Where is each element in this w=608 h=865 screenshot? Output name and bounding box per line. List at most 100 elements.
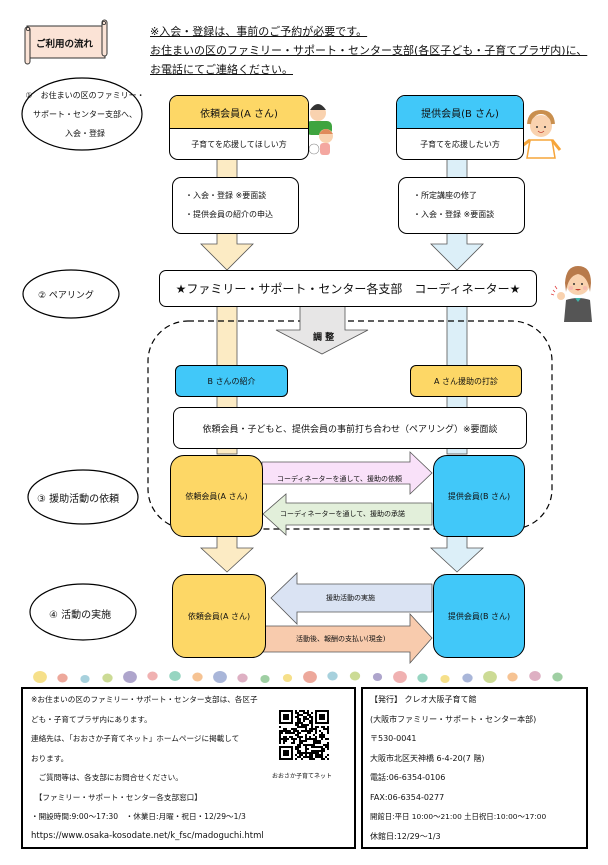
qr-caption: おおさか子育てネット (272, 773, 333, 780)
decorative-dot (303, 671, 317, 683)
footer-right-line: 電話:06-6354-0106 (370, 773, 446, 782)
provider-member-title: 提供会員(B さん) (421, 108, 499, 120)
decorative-dot (462, 673, 473, 683)
provider-member-card: 提供会員(B さん) 子育てを応援したい方 (396, 95, 524, 160)
pairing-region-border (147, 320, 553, 530)
a-inquiry-box: A さん援助の打診 (410, 365, 522, 397)
coordinator-illustration (550, 266, 592, 322)
pairing-meeting-label: 依頼会員・子どもと、提供会員の事前打ち合わせ（ペアリング）※要面談 (202, 424, 498, 435)
decorative-dot (552, 672, 563, 682)
step1-label-line: ① お住まいの区のファミリー・ (25, 91, 145, 100)
request-arrow-label: コーディネーターを通して、援助の依頼 (277, 475, 402, 483)
activity-provider-label: 提供会員(B さん) (447, 611, 511, 621)
decorative-dot (349, 671, 361, 681)
footer-right-line: 【発行】 クレオ大阪子育て館 (370, 695, 477, 704)
decorative-dot (33, 671, 47, 683)
decorative-dot (393, 671, 407, 683)
decorative-dot (260, 675, 270, 683)
provider-member-subtitle: 子育てを応援したい方 (420, 139, 500, 149)
client-member-title: 依頼会員(A さん) (200, 108, 278, 120)
decorative-dot (483, 671, 497, 683)
footer-right-line: FAX:06-6354-0277 (370, 792, 445, 802)
footer-right-text: 【発行】 クレオ大阪子育て館 (大阪市ファミリー・サポート・センター本部) 〒5… (370, 690, 546, 846)
request-client-box: 依頼会員(A さん) (170, 455, 263, 537)
footer-left-line: おります。 (31, 753, 69, 763)
step1-label: ① お住まいの区のファミリー・ サポート・センター支部へ、 入会・登録 (22, 86, 148, 143)
footer-right-line: 〒530-0041 (370, 734, 417, 743)
footer-right-line: (大阪市ファミリー・サポート・センター本部) (370, 714, 537, 724)
footer-left-line: ※お住まいの区のファミリー・サポート・センター支部は、各区子 (31, 695, 258, 704)
footer-right-line: 休館日:12/29～1/3 (370, 831, 441, 841)
decorative-dot (123, 671, 137, 683)
notice-line: お電話にてご連絡ください。 (150, 63, 293, 76)
provider-requirement: ・入会・登録 ※要面談 (413, 210, 495, 219)
step1-label-line: サポート・センター支部へ、 (33, 110, 137, 119)
decorative-dot (507, 672, 518, 682)
client-requirements-box: ・入会・登録 ※要面談 ・提供会員の紹介の申込 (172, 177, 299, 234)
step2-label: ② ペアリング (38, 291, 94, 301)
decorative-dot (372, 673, 383, 681)
request-client-label: 依頼会員(A さん) (185, 491, 248, 501)
decorative-dot (57, 673, 68, 683)
request-provider-box: 提供会員(B さん) (433, 455, 525, 537)
decorative-dot (213, 671, 227, 683)
coordinator-label: ★ファミリー・サポート・センター各支部 コーディネーター★ (175, 282, 521, 296)
decorative-dot (327, 671, 338, 681)
accept-arrow-shape (262, 493, 433, 536)
activity-arrow-shape (270, 572, 433, 625)
step1-oval (21, 77, 143, 151)
step2-oval (22, 269, 120, 319)
step1-label-line: 入会・登録 (65, 129, 105, 138)
notice-line: ※入会・登録は、事前のご予約が必要です。 (150, 25, 368, 38)
adjust-label: 調 整 (313, 333, 335, 343)
adjust-arrow-shape (275, 305, 369, 355)
footer-left-text: ※お住まいの区のファミリー・サポート・センター支部は、各区子 ども・子育てプラザ… (31, 690, 264, 846)
a-inquiry-label: A さん援助の打診 (433, 376, 498, 386)
b-intro-label: B さんの紹介 (207, 376, 256, 386)
decorative-dot (169, 671, 181, 681)
decorative-dot (282, 674, 293, 682)
qr-code (279, 710, 329, 760)
client-requirement: ・入会・登録 ※要面談 (185, 191, 267, 200)
coordinator-banner: ★ファミリー・サポート・センター各支部 コーディネーター★ (159, 270, 537, 307)
decorative-dot (147, 671, 158, 681)
accept-arrow-label: コーディネーターを通して、援助の承諾 (280, 510, 405, 518)
payment-arrow-label: 活動後、報酬の支払い(現金) (296, 635, 386, 643)
b-intro-box: B さんの紹介 (175, 365, 288, 397)
request-provider-label: 提供会員(B さん) (447, 491, 511, 501)
step3-oval (27, 469, 139, 525)
footer-right-line: 開館日:平日 10:00～21:00 土日祝日:10:00～17:00 (370, 812, 547, 821)
request-arrow-shape (261, 451, 433, 495)
reservation-notice: ※入会・登録は、事前のご予約が必要です。 お住まいの区のファミリー・サポート・セ… (150, 22, 587, 79)
provider-requirement: ・所定講座の修了 (413, 191, 477, 200)
client-member-header: 依頼会員(A さん) (170, 96, 308, 129)
decorative-dot (192, 672, 203, 682)
title-scroll-label: ご利用の流れ (36, 39, 94, 50)
title-scroll-graphic (24, 19, 108, 65)
activity-arrow-label: 援助活動の実施 (326, 594, 375, 602)
client-member-card: 依頼会員(A さん) 子育てを応援してほしい方 (169, 95, 309, 160)
step4-oval (29, 583, 137, 641)
activity-client-label: 依頼会員(A さん) (187, 611, 251, 621)
footer-left-line: 【ファミリー・サポート・センター各支部窓口】 (31, 792, 202, 802)
provider-member-header: 提供会員(B さん) (397, 96, 523, 129)
pairing-meeting-box: 依頼会員・子どもと、提供会員の事前打ち合わせ（ペアリング）※要面談 (173, 407, 527, 449)
step3-label: ③ 援助活動の依頼 (37, 494, 120, 505)
decorative-dot (102, 673, 113, 683)
decorative-dots-row (33, 671, 563, 683)
decorative-dot (417, 673, 428, 683)
payment-arrow-shape (261, 612, 433, 665)
step4-label: ④ 活動の実施 (49, 610, 112, 621)
provider-illustration (517, 109, 562, 159)
decorative-dot (440, 675, 450, 683)
footer-left-line: ・開設時間:9:00～17:30 ・休業日:月曜・祝日・12/29～1/3 (31, 812, 246, 821)
footer-left-line: ご質問等は、各支部にお問合せください。 (31, 773, 183, 782)
notice-line: お住まいの区のファミリー・サポート・センター支部(各区子ども・子育てプラザ内)に… (150, 44, 588, 57)
client-member-subtitle: 子育てを応援してほしい方 (191, 139, 287, 149)
footer-left-url[interactable]: https://www.osaka-kosodate.net/k_fsc/mad… (31, 830, 264, 841)
footer-left-line: 連絡先は、「おおさか子育てネット」ホームページに掲載して (31, 734, 240, 743)
footer-left-line: ども・子育てプラザ内にあります。 (31, 714, 152, 724)
client-requirement: ・提供会員の紹介の申込 (185, 210, 273, 219)
footer-right-box (361, 687, 588, 849)
provider-requirements-box: ・所定講座の修了 ・入会・登録 ※要面談 (398, 177, 525, 234)
